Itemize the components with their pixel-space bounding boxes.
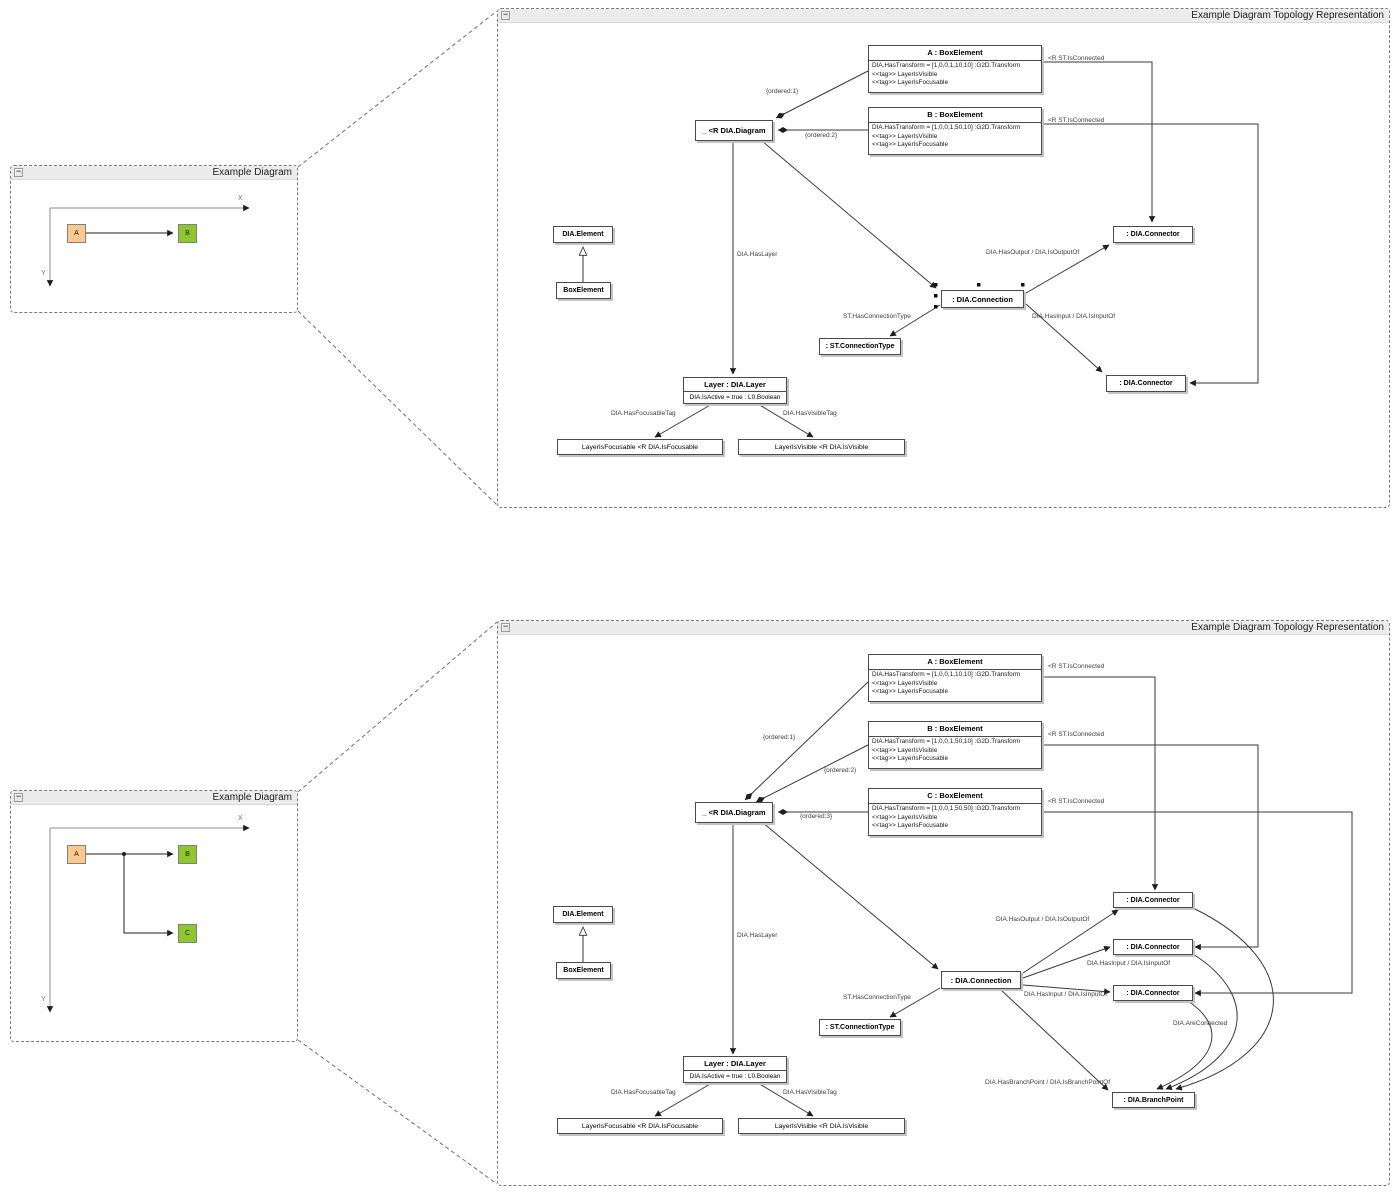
node-box-a[interactable]: A : BoxElement DIA.HasTransform = [1,0,0… [868,45,1042,93]
mini-node-c[interactable]: C [178,924,197,943]
node-branch-point[interactable]: : DIA.BranchPoint [1112,1092,1195,1108]
node-connector-input[interactable]: : DIA.Connector [1106,375,1186,392]
projection-line-top-1 [297,10,498,168]
node-layer[interactable]: Layer : DIA.Layer DIA.IsActive = true : … [683,1056,787,1083]
titlebar[interactable]: − Example Diagram Topology Representatio… [498,9,1389,23]
window-example-diagram-2: − Example Diagram [10,790,298,1042]
node-box-element[interactable]: BoxElement [556,962,611,979]
edge-label-ordered3: {ordered:3} [800,813,833,820]
projection-line-bottom-1 [297,310,498,506]
window-title: Example Diagram Topology Representation [1191,10,1384,21]
mini-node-a[interactable]: A [67,845,86,864]
node-box-b[interactable]: B : BoxElement DIA.HasTransform = [1,0,0… [868,107,1042,155]
y-axis-label: Y [41,996,46,1003]
edge-label-ordered2: {ordered:2} [805,132,838,139]
node-connection-type[interactable]: : ST.ConnectionType [819,1019,901,1036]
edge-label-has-output: DIA.HasOutput / DIA.IsOutputOf [986,249,1080,256]
edge-label-isconnected-b: <R ST.IsConnected [1048,731,1105,738]
edge-label-has-focusable-tag: DIA.HasFocusableTag [611,1089,676,1096]
node-focusable-tag[interactable]: LayerIsFocusable <R DIA.IsFocusable [557,439,723,455]
edge-label-isconnected-a: <R ST.IsConnected [1048,663,1105,670]
edge-label-has-connection-type: ST.HasConnectionType [843,994,911,1001]
edge-label-ordered1: {ordered:1} [763,734,796,741]
node-connector-3[interactable]: : DIA.Connector [1113,985,1193,1001]
node-box-c[interactable]: C : BoxElement DIA.HasTransform = [1,0,0… [868,788,1042,836]
node-dia-diagram[interactable]: _ <R DIA.Diagram [695,802,773,823]
edge-label-has-visible-tag: DIA.HasVisibleTag [783,1089,837,1096]
edge-label-has-layer: DIA.HasLayer [737,932,778,939]
y-axis-label: Y [41,270,46,277]
window-topology-2: − Example Diagram Topology Representatio… [497,620,1390,1186]
edge-label-has-input-2: DIA.HasInput / DIA.IsInputOf [1024,991,1108,998]
titlebar[interactable]: − Example Diagram [11,791,297,805]
node-layer[interactable]: Layer : DIA.Layer DIA.IsActive = true : … [683,377,787,404]
edge-label-isconnected-c: <R ST.IsConnected [1048,798,1105,805]
node-connection[interactable]: : DIA.Connection [941,971,1021,989]
mini-node-a[interactable]: A [67,224,86,243]
minimize-icon[interactable]: − [501,621,510,632]
mini-node-b[interactable]: B [178,845,197,864]
edge-label-isconnected-a: <R ST.IsConnected [1048,55,1105,62]
edge-label-are-connected: DIA.AreConnected [1173,1020,1228,1027]
edge-label-has-input-1: DIA.HasInput / DIA.IsInputOf [1087,960,1171,967]
minimize-icon[interactable]: − [501,9,510,20]
projection-line-top-2 [297,621,498,793]
node-visible-tag[interactable]: LayerIsVisible <R DIA.IsVisible [738,439,905,455]
window-example-diagram-1: − Example Diagram [10,165,298,313]
node-visible-tag[interactable]: LayerIsVisible <R DIA.IsVisible [738,1118,905,1134]
node-dia-element[interactable]: DIA.Element [553,906,613,923]
edge-label-has-focusable-tag: DIA.HasFocusableTag [611,410,676,417]
node-connector-1[interactable]: : DIA.Connector [1113,892,1193,908]
node-connector-output[interactable]: : DIA.Connector [1113,226,1193,243]
titlebar[interactable]: − Example Diagram [11,166,297,180]
x-axis-label: X [238,195,243,202]
node-box-a[interactable]: A : BoxElement DIA.HasTransform = [1,0,0… [868,654,1042,702]
edge-label-has-layer: DIA.HasLayer [737,251,778,258]
edge-label-has-input: DIA.HasInput / DIA.IsInputOf [1032,313,1116,320]
node-box-element[interactable]: BoxElement [556,282,611,299]
node-dia-diagram[interactable]: _ <R DIA.Diagram [695,120,773,141]
window-title: Example Diagram [212,792,292,803]
window-title: Example Diagram [212,167,292,178]
node-connector-2[interactable]: : DIA.Connector [1113,939,1193,955]
minimize-icon[interactable]: − [14,166,23,177]
edge-label-has-output: DIA.HasOutput / DIA.IsOutputOf [996,916,1090,923]
node-dia-element[interactable]: DIA.Element [553,226,613,243]
x-axis-label: X [238,815,243,822]
mini-node-b[interactable]: B [178,224,197,243]
projection-line-bottom-2 [297,1039,498,1185]
node-connection[interactable]: : DIA.Connection [941,290,1024,308]
node-box-b[interactable]: B : BoxElement DIA.HasTransform = [1,0,0… [868,721,1042,769]
node-connection-type[interactable]: : ST.ConnectionType [819,338,901,355]
minimize-icon[interactable]: − [14,791,23,802]
edge-label-ordered2: {ordered:2} [824,767,857,774]
edge-label-has-visible-tag: DIA.HasVisibleTag [783,410,837,417]
edge-label-has-connection-type: ST.HasConnectionType [843,313,911,320]
edge-label-ordered1: {ordered:1} [766,88,799,95]
edge-label-has-branch-point: DIA.HasBranchPoint / DIA.IsBranchPointOf [985,1079,1110,1086]
titlebar[interactable]: − Example Diagram Topology Representatio… [498,621,1389,635]
node-focusable-tag[interactable]: LayerIsFocusable <R DIA.IsFocusable [557,1118,723,1134]
edge-label-isconnected-b: <R ST.IsConnected [1048,117,1105,124]
window-title: Example Diagram Topology Representation [1191,622,1384,633]
